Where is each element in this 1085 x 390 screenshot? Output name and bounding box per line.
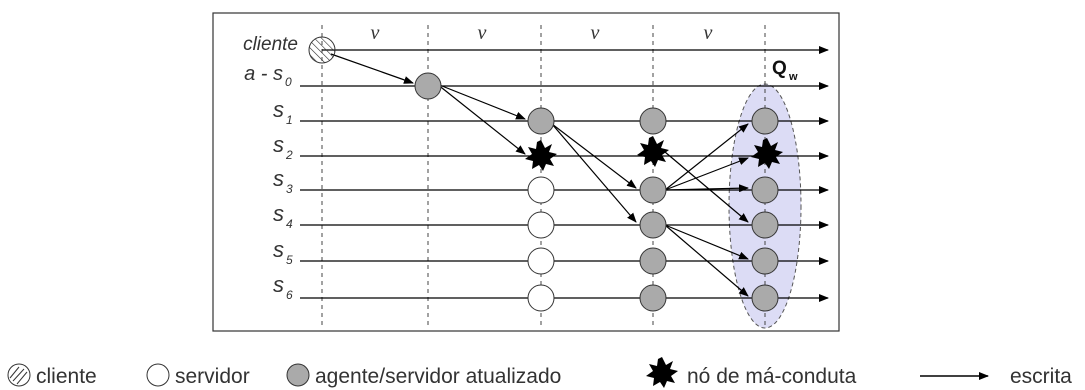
row-label-s4-sub: 4	[286, 217, 293, 231]
row-label-s4: s	[273, 201, 284, 226]
updated-node	[639, 247, 667, 275]
write-arrow	[436, 83, 526, 155]
legend: cliente servidor agente/servidor atualiz…	[7, 357, 1072, 388]
server-node	[527, 211, 555, 239]
row-label-s1: s	[273, 97, 284, 122]
legend-misbehaving-label: nó de má-conduta	[687, 365, 857, 388]
row-label-s6-sub: 6	[286, 288, 293, 302]
updated-legend-icon	[286, 363, 310, 387]
row-label-a-s0-sub: 0	[285, 75, 292, 89]
nodes	[308, 36, 779, 312]
write-arrow	[664, 157, 749, 191]
row-label-a-s0: a - s	[244, 63, 283, 85]
server-legend-icon	[146, 363, 170, 387]
row-label-cliente: cliente	[243, 34, 298, 55]
write-arrow	[664, 151, 749, 223]
legend-client-label: cliente	[36, 365, 97, 388]
write-arrow	[551, 123, 637, 223]
updated-node	[527, 107, 555, 135]
round-labels: v v v v	[371, 22, 713, 44]
misbehaving-nodes	[525, 136, 783, 171]
misbehaving-node	[525, 140, 557, 171]
updated-node	[414, 72, 442, 100]
updated-node	[751, 247, 779, 275]
updated-node	[639, 107, 667, 135]
write-arrow	[664, 224, 749, 297]
row-label-s2-sub: 2	[285, 148, 293, 162]
client-legend-icon-slash	[9, 366, 20, 379]
misbehaving-node	[751, 138, 783, 169]
misbehaving-node	[637, 136, 669, 167]
updated-node	[639, 211, 667, 239]
row-label-s5: s	[273, 237, 284, 262]
row-label-s3-sub: 3	[286, 182, 293, 196]
write-arrow	[551, 123, 637, 189]
row-label-s5-sub: 5	[286, 253, 293, 267]
write-arrow	[664, 224, 749, 260]
server-node	[527, 176, 555, 204]
legend-updated-label: agente/servidor atualizado	[315, 365, 561, 388]
quorum-label: Q	[772, 58, 787, 79]
updated-node	[751, 176, 779, 204]
row-label-s3: s	[273, 166, 284, 191]
server-node	[527, 247, 555, 275]
row-label-s1-sub: 1	[286, 113, 293, 127]
server-node	[527, 284, 555, 312]
misbehaving-legend-icon	[646, 357, 678, 388]
updated-node	[751, 284, 779, 312]
write-arrow	[436, 83, 526, 120]
legend-server-label: servidor	[175, 365, 250, 388]
updated-node	[751, 107, 779, 135]
write-arrow	[664, 184, 749, 193]
message-arrows	[330, 53, 749, 297]
row-label-s6: s	[273, 272, 284, 297]
updated-node	[751, 211, 779, 239]
round-label: v	[478, 22, 487, 44]
updated-node	[639, 284, 667, 312]
round-label: v	[371, 22, 380, 44]
write-arrow	[330, 53, 414, 84]
legend-write-label: escrita	[1010, 365, 1072, 388]
quorum-label-sub: w	[788, 71, 798, 83]
write-arrow	[664, 123, 749, 191]
round-label: v	[704, 22, 713, 44]
client-legend-icon-slash	[12, 368, 25, 382]
row-labels: cliente a - s 0 s 1 s 2 s 3 s 4 s 5 s 6	[243, 34, 298, 302]
updated-node	[639, 176, 667, 204]
client-legend-icon-slash	[16, 371, 28, 385]
row-label-s2: s	[273, 132, 284, 157]
round-label: v	[591, 22, 600, 44]
client-node	[308, 36, 336, 64]
